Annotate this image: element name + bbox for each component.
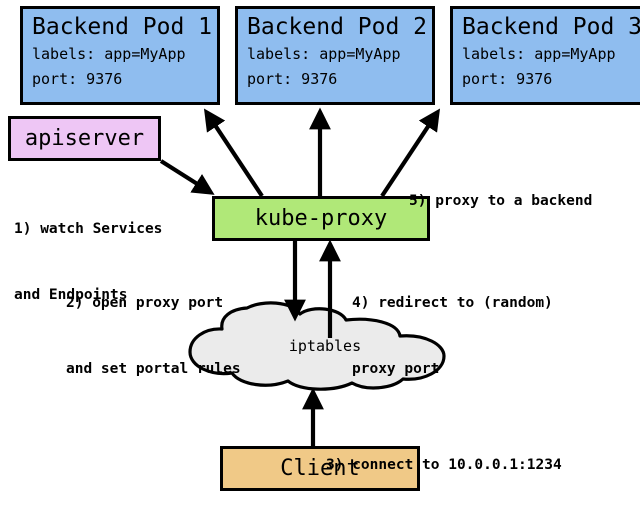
diagram-canvas: Backend Pod 1 labels: app=MyApp port: 93… (8, 6, 640, 491)
apiserver-label: apiserver (24, 126, 145, 151)
kube-proxy-box[interactable]: kube-proxy (212, 196, 430, 241)
client-box[interactable]: Client (220, 446, 420, 491)
step-5-line-1: 5) proxy to a backend (409, 193, 593, 209)
client-label: Client (280, 456, 360, 481)
backend-pod-2-labels: labels: app=MyApp (247, 45, 401, 63)
connector-layer (159, 107, 446, 446)
backend-pod-2-title: Backend Pod 2 (247, 14, 428, 40)
arrow-kubeproxy-to-pod1 (203, 108, 264, 198)
backend-pod-3-box[interactable]: Backend Pod 3 labels: app=MyApp port: 93… (450, 6, 640, 105)
backend-pod-1-port: port: 9376 (32, 70, 123, 88)
backend-pod-1-title: Backend Pod 1 (32, 14, 213, 40)
step-2-label: 2) open proxy port and set portal rules (66, 248, 241, 424)
backend-pod-1-box[interactable]: Backend Pod 1 labels: app=MyApp port: 93… (20, 6, 220, 105)
step-3-line-1: 3) connect to 10.0.0.1:1234 (326, 457, 562, 473)
step-1-label: 1) watch Services and Endpoints (14, 174, 162, 350)
step-2-line-2: and set portal rules (66, 361, 241, 377)
step-4-label: 4) redirect to (random) proxy port (352, 248, 553, 424)
step-4-line-1: 4) redirect to (random) (352, 295, 553, 311)
step-1-line-2: and Endpoints (14, 287, 128, 303)
step-3-label: 3) connect to 10.0.0.1:1234 (326, 410, 562, 520)
step-5-label: 5) proxy to a backend (409, 146, 592, 256)
backend-pod-3-port: port: 9376 (462, 70, 553, 88)
iptables-cloud[interactable]: iptables (185, 306, 465, 388)
step-2-line-1: 2) open proxy port (66, 295, 224, 311)
backend-pod-3-title: Backend Pod 3 (462, 14, 640, 40)
apiserver-box[interactable]: apiserver (8, 116, 161, 161)
backend-pod-1-labels: labels: app=MyApp (32, 45, 186, 63)
arrow-apiserver-to-kubeproxy (159, 159, 215, 195)
step-1-line-1: 1) watch Services (14, 221, 163, 237)
arrow-kubeproxy-to-pod3 (380, 108, 441, 198)
iptables-label: iptables (288, 337, 362, 355)
backend-pod-3-labels: labels: app=MyApp (462, 45, 616, 63)
backend-pod-2-port: port: 9376 (247, 70, 338, 88)
backend-pod-2-box[interactable]: Backend Pod 2 labels: app=MyApp port: 93… (235, 6, 435, 105)
step-4-line-2: proxy port (352, 361, 440, 377)
kube-proxy-label: kube-proxy (254, 206, 388, 231)
iptables-cloud-shape (188, 301, 446, 391)
